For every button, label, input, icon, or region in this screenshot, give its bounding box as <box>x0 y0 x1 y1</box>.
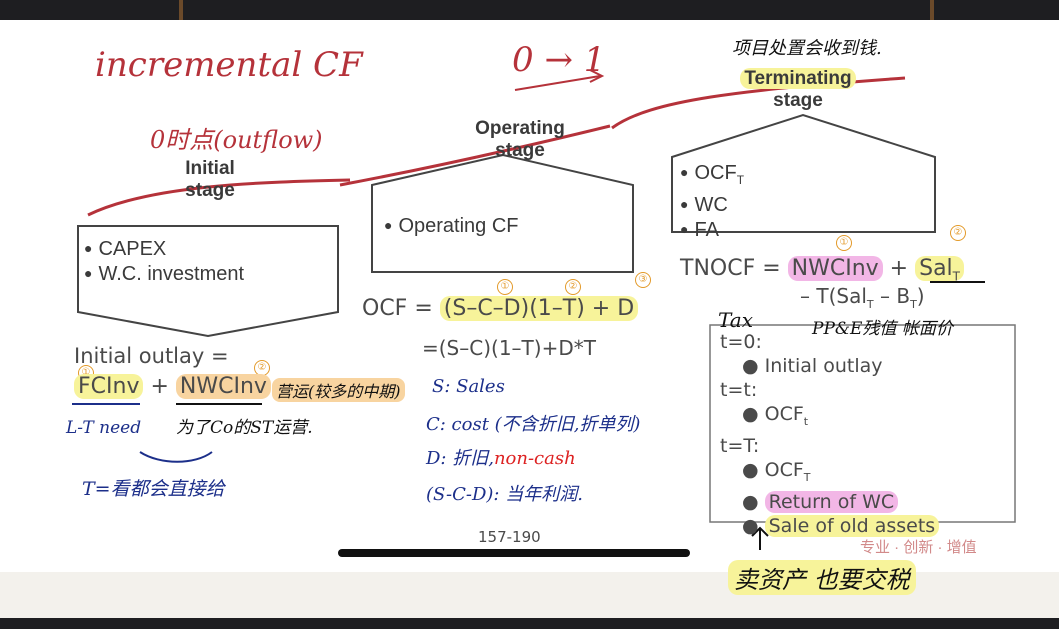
handwritten-st-note: 为了Co的ST运营. <box>176 418 313 438</box>
handwritten-scd-note: (S-C-D): 当年利润. <box>426 484 583 505</box>
window-edge-left <box>179 0 183 20</box>
ocf-alt-formula: =(S–C)(1–T)+D*T <box>422 336 596 360</box>
handwritten-sell-note: 卖资产 也要交税 <box>728 560 916 595</box>
handwritten-d-note: D: 折旧,non-cash <box>426 448 576 469</box>
handwritten-lt-need: L-T need <box>66 418 142 438</box>
marker-1: ① <box>836 235 852 251</box>
tnocf-formula: TNOCF = NWCInv + SalT <box>680 256 965 283</box>
handwritten-s-note: S: Sales <box>432 376 505 397</box>
page-reference: 157-190 <box>478 528 541 546</box>
list-item: WC <box>680 192 744 217</box>
annotation-strokes <box>72 69 1016 550</box>
list-item: W.C. investment <box>84 261 244 286</box>
handwritten-tax: Tax <box>718 308 753 332</box>
handwritten-ppe-note: PP&E残值 帐面价 <box>812 319 953 339</box>
handwritten-terminating-note: 项目处置会收到钱. <box>732 38 882 59</box>
handwritten-t-note: T=看都会直接给 <box>82 478 225 500</box>
list-item: OCFT <box>680 160 744 192</box>
handwritten-zero-to-one: 0 → 1 <box>512 40 606 80</box>
marker-3: ③ <box>635 272 651 288</box>
watermark: 专业 · 创新 · 增值 <box>860 539 977 556</box>
timeline-box: t=0: ● Initial outlay t=t: ● OCFt t=T: ●… <box>720 330 940 538</box>
list-item: FA <box>680 217 744 242</box>
handwritten-title: incremental CF <box>95 45 363 85</box>
list-item: CAPEX <box>84 236 244 261</box>
initial-outlay-formula: FCInv + NWCInv <box>74 374 271 399</box>
initial-stage-list: CAPEX W.C. investment <box>84 236 244 286</box>
handwritten-wc-note: 营运(较多的中期) <box>272 378 405 402</box>
tnocf-tax-term: – T(SalT – BT) <box>800 284 925 311</box>
terminating-stage-list: OCFT WC FA <box>680 160 744 242</box>
handwritten-initial-note: 0时点(outflow) <box>150 126 323 154</box>
initial-outlay-label: Initial outlay = <box>74 344 229 368</box>
ocf-formula: OCF = (S–C–D)(1–T) + D <box>362 296 639 321</box>
home-indicator[interactable] <box>338 549 690 557</box>
marker-1: ① <box>497 279 513 295</box>
marker-2: ② <box>950 225 966 241</box>
operating-stage-list: Operating CF <box>384 213 518 238</box>
slide-photo: incremental CF 0 → 1 项目处置会收到钱. 0时点(outfl… <box>0 20 1059 618</box>
handwritten-c-note: C: cost (不含折旧,折单列) <box>426 414 641 435</box>
marker-2: ② <box>565 279 581 295</box>
window-edge-right <box>930 0 934 20</box>
list-item: Operating CF <box>384 213 518 238</box>
